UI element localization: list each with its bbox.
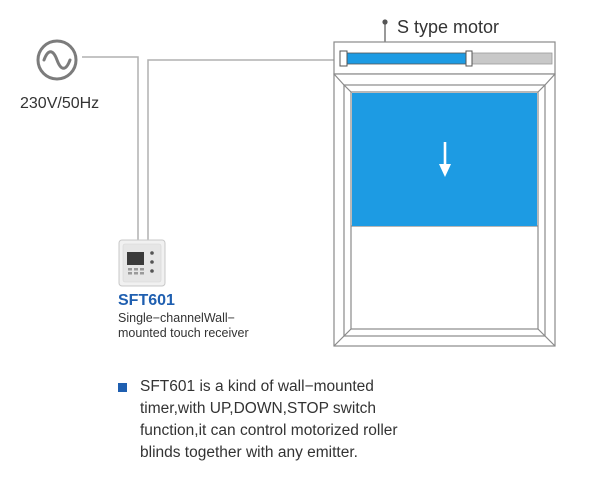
wire-power-to-motor (82, 56, 139, 240)
tube-motor (344, 52, 473, 65)
square-bullet-icon (118, 383, 127, 392)
receiver-model: SFT601 (118, 292, 175, 309)
receiver-button-down (150, 269, 154, 273)
power-label: 230V/50Hz (20, 95, 99, 112)
receiver-button-stop (150, 260, 154, 264)
tube-end-left (339, 50, 348, 67)
description-line: function,it can control motorized roller (140, 422, 398, 439)
receiver-caption-line2: mounted touch receiver (118, 326, 249, 340)
arrow-down-icon (439, 142, 451, 177)
wire-receiver-to-motor (147, 59, 338, 240)
tube-grey (471, 52, 553, 65)
wires (82, 56, 338, 240)
description-line: SFT601 is a kind of wall−mounted (140, 378, 374, 395)
inner-frame (343, 84, 546, 337)
motor-label: S type motor (397, 17, 499, 37)
power-source: 230V/50Hz (20, 39, 99, 112)
sash (350, 91, 539, 330)
description-line: timer,with UP,DOWN,STOP switch (140, 400, 376, 417)
receiver-device (118, 239, 166, 287)
receiver-caption-line1: Single−channelWall− (118, 311, 235, 325)
receiver-button-up (150, 251, 154, 255)
sine-wave (42, 50, 72, 70)
tube-coupler (465, 50, 473, 67)
receiver-display (127, 252, 144, 265)
description: SFT601 is a kind of wall−mounted timer,w… (118, 376, 458, 464)
description-line: blinds together with any emitter. (140, 444, 358, 461)
roller-tube (339, 50, 553, 67)
